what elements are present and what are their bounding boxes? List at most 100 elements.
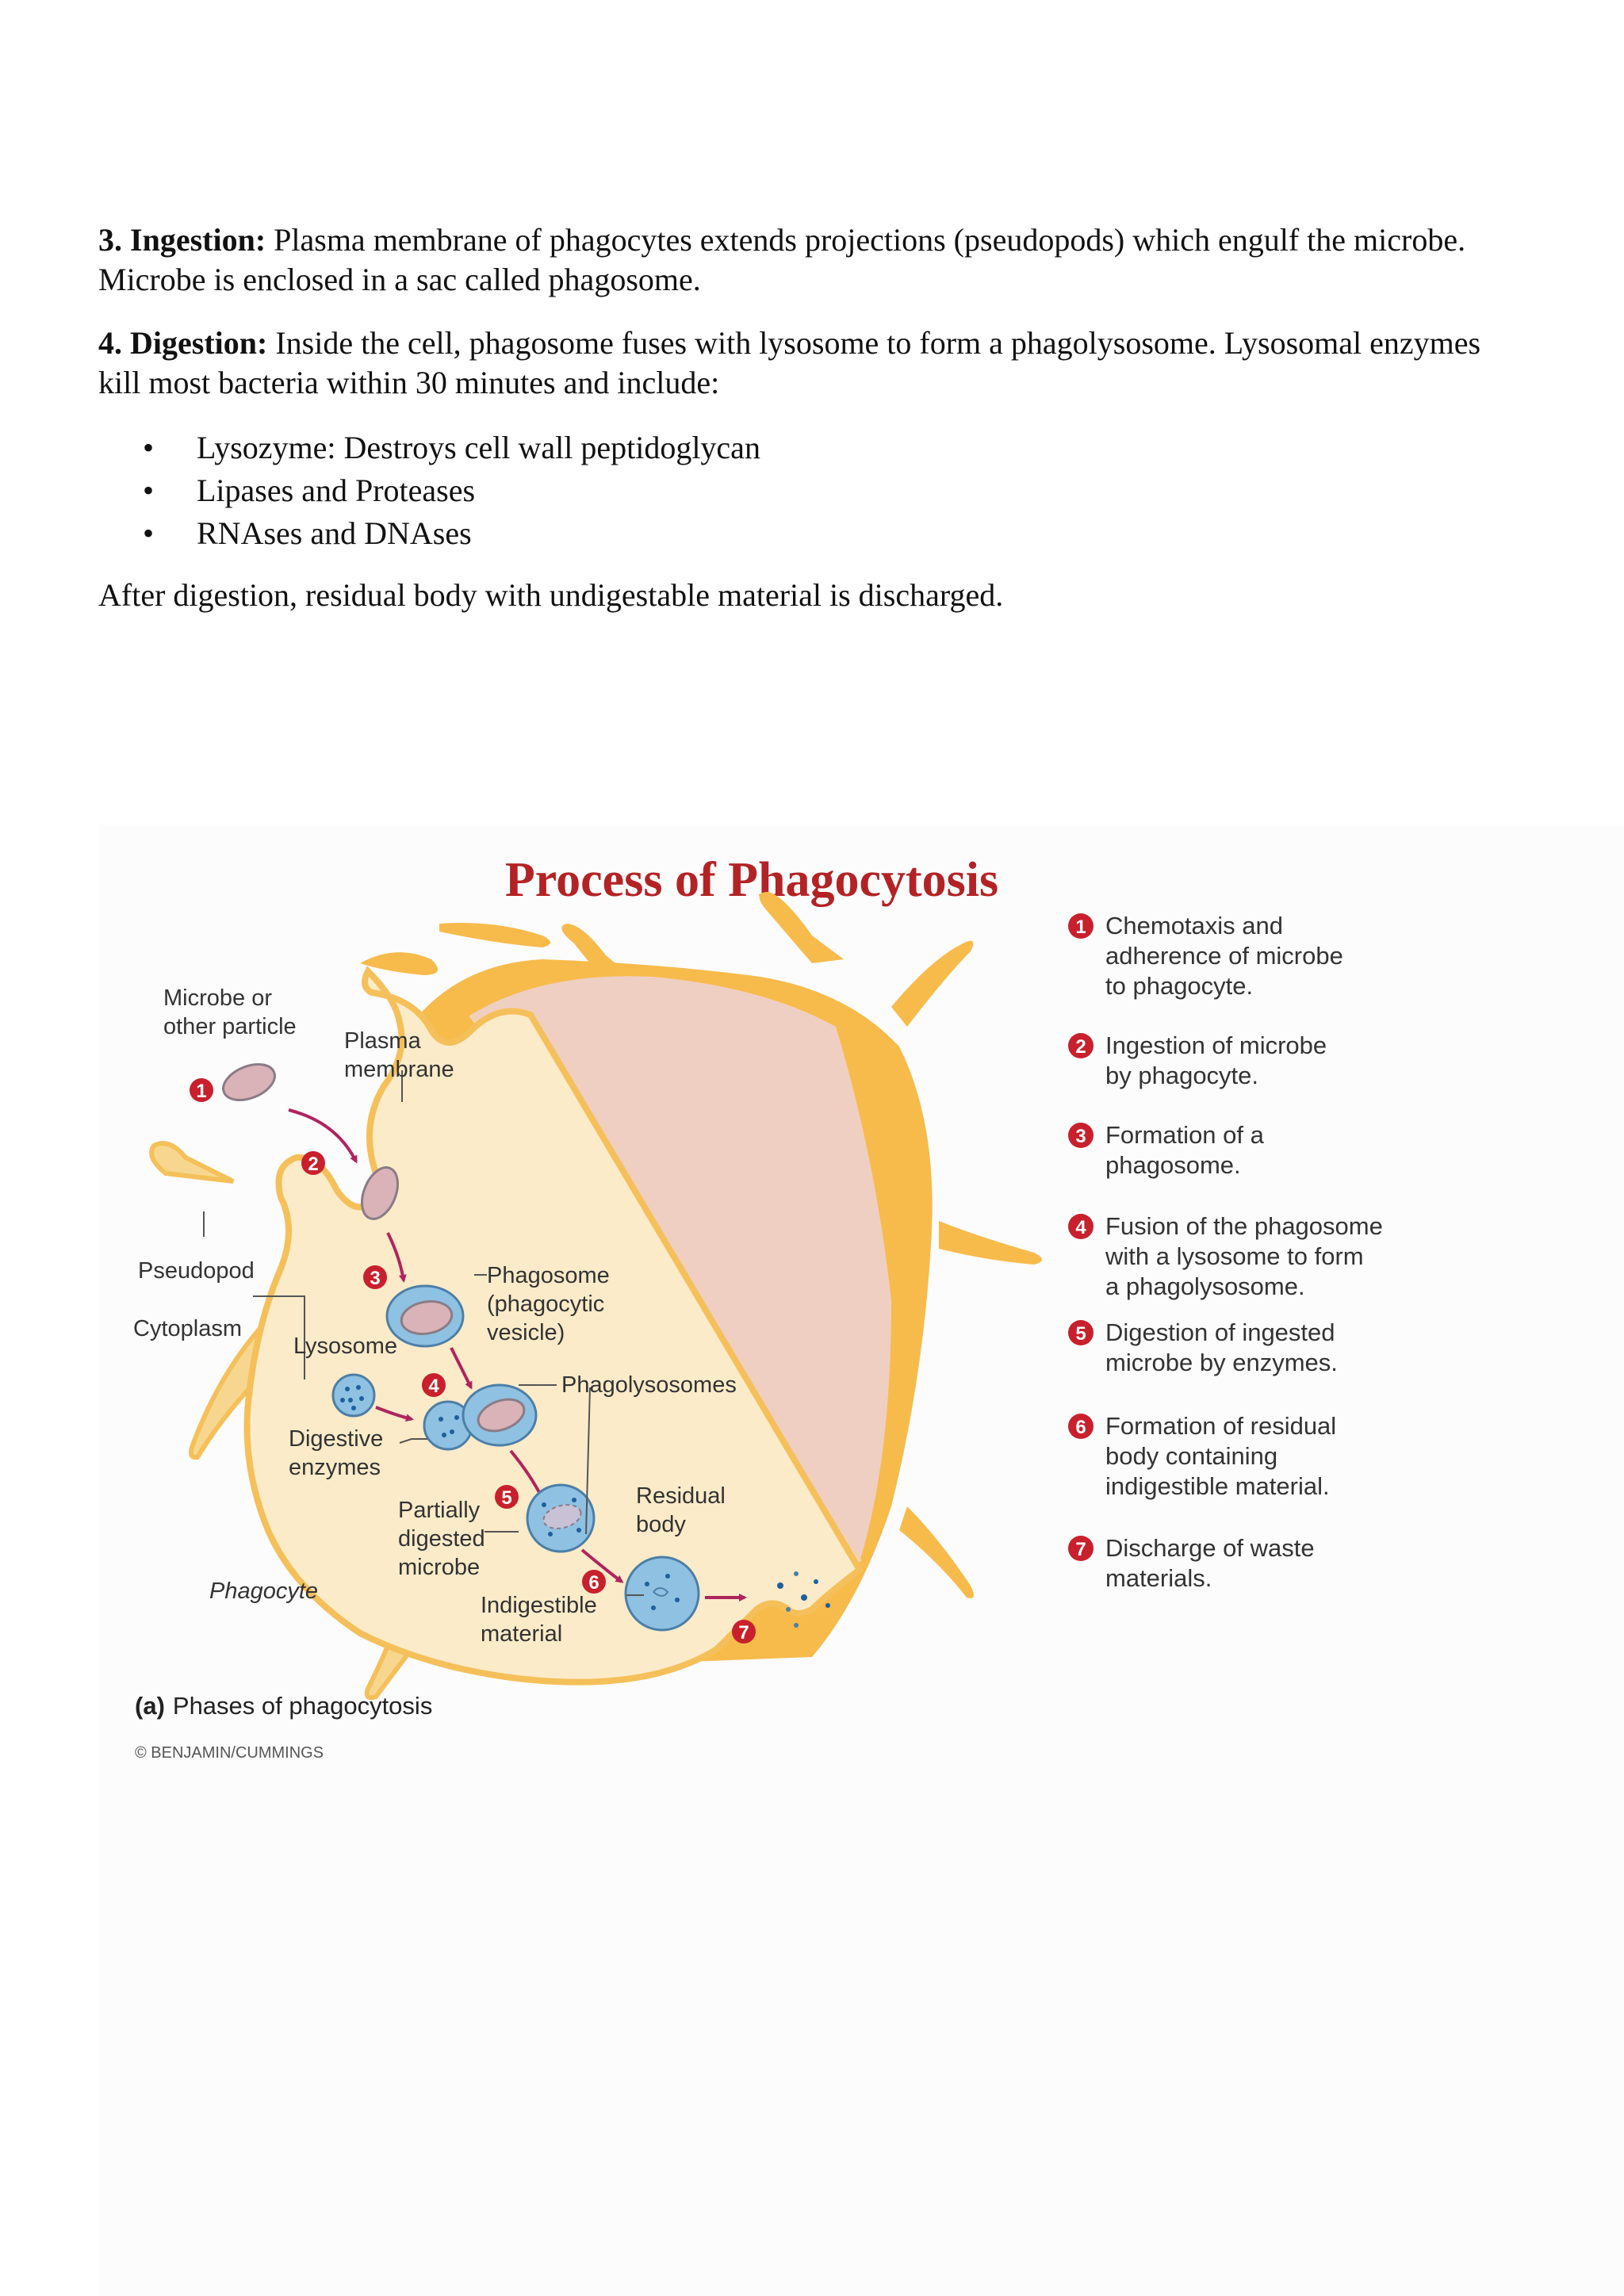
step-number: 3 bbox=[1075, 1126, 1086, 1147]
microbe bbox=[222, 1063, 276, 1101]
enzyme-item: Lipases and Proteases bbox=[143, 469, 760, 512]
label-pseudopod: Pseudopod bbox=[138, 1258, 255, 1284]
label-residual-line2: body bbox=[636, 1512, 686, 1537]
label-microbe-line2: other particle bbox=[163, 1014, 297, 1039]
step-text-line: Ingestion of microbe bbox=[1105, 1031, 1327, 1059]
step-5: 5 Digestion of ingested microbe by enzymes… bbox=[1068, 1318, 1338, 1376]
label-digestive-line1: Digestive bbox=[289, 1426, 383, 1452]
svg-text:3: 3 bbox=[370, 1268, 380, 1289]
badge-5: 5 bbox=[495, 1485, 519, 1509]
arrow-ingestion bbox=[288, 1108, 358, 1164]
label-partially-line1: Partially bbox=[398, 1498, 481, 1523]
step-badge bbox=[1068, 1123, 1094, 1148]
badge-1: 1 bbox=[190, 1078, 213, 1102]
step-text-line: Digestion of ingested bbox=[1105, 1318, 1335, 1346]
digestion-paragraph: 4. Digestion: Inside the cell, phagosome… bbox=[98, 323, 1526, 403]
step-number: 7 bbox=[1075, 1539, 1086, 1560]
arrow-phagosome bbox=[386, 1232, 407, 1283]
label-phagosome-line3: vesicle) bbox=[487, 1320, 565, 1345]
badge-7: 7 bbox=[732, 1620, 756, 1644]
step-text-line: adherence of microbe bbox=[1105, 942, 1343, 970]
step-badge bbox=[1068, 1536, 1094, 1561]
enzyme-list: Lysozyme: Destroys cell wall peptidoglyc… bbox=[143, 427, 760, 555]
digestion-text: Inside the cell, phagosome fuses with ly… bbox=[98, 325, 1481, 400]
step-badge bbox=[1068, 913, 1094, 939]
figure-caption: (a)Phases of phagocytosis bbox=[135, 1692, 432, 1720]
label-phagolysosomes: Phagolysosomes bbox=[561, 1372, 737, 1398]
step-badge bbox=[1068, 1033, 1094, 1058]
ingestion-paragraph: 3. Ingestion: Plasma membrane of phagocy… bbox=[98, 220, 1526, 300]
step-text-line: Discharge of waste bbox=[1105, 1534, 1315, 1562]
badge-4: 4 bbox=[422, 1373, 446, 1397]
label-digestive-line2: enzymes bbox=[289, 1455, 381, 1480]
label-phagocyte: Phagocyte bbox=[209, 1578, 318, 1604]
step-number: 6 bbox=[1075, 1417, 1086, 1438]
step-text-line: materials. bbox=[1105, 1564, 1212, 1592]
label-indigestible-line1: Indigestible bbox=[481, 1593, 597, 1618]
arrow-lysosome bbox=[375, 1406, 414, 1422]
svg-text:6: 6 bbox=[588, 1572, 599, 1594]
step-number: 4 bbox=[1075, 1217, 1086, 1238]
residual-body bbox=[624, 1556, 700, 1632]
svg-text:5: 5 bbox=[501, 1487, 511, 1509]
discharged-waste bbox=[777, 1571, 830, 1628]
label-partially-line2: digested bbox=[398, 1526, 485, 1552]
step-text-line: phagosome. bbox=[1105, 1151, 1241, 1179]
svg-text:2: 2 bbox=[308, 1154, 318, 1175]
badge-2: 2 bbox=[301, 1151, 325, 1175]
step-text-line: indigestible material. bbox=[1105, 1472, 1330, 1500]
ingested-microbe bbox=[361, 1166, 399, 1220]
label-lysosome: Lysosome bbox=[293, 1334, 397, 1359]
figure-title: Process of Phagocytosis bbox=[505, 853, 998, 907]
step-number: 5 bbox=[1075, 1323, 1086, 1345]
after-digestion-text: After digestion, residual body with undi… bbox=[98, 577, 1004, 613]
step-badge bbox=[1068, 1414, 1094, 1439]
step-text-line: a phagolysosome. bbox=[1105, 1272, 1305, 1300]
digestion-heading: 4. Digestion: bbox=[98, 325, 268, 361]
partially-digested-microbe bbox=[526, 1483, 596, 1553]
label-microbe-line1: Microbe or bbox=[163, 985, 272, 1011]
label-residual-line1: Residual bbox=[636, 1483, 726, 1509]
phagocytosis-diagram: Process of Phagocytosis bbox=[133, 853, 1383, 1762]
phagosome bbox=[385, 1284, 465, 1348]
step-badge bbox=[1068, 1214, 1094, 1239]
step-text-line: Chemotaxis and bbox=[1105, 912, 1283, 939]
step-text-line: Fusion of the phagosome bbox=[1105, 1212, 1383, 1240]
svg-text:7: 7 bbox=[738, 1622, 749, 1644]
label-partially-line3: microbe bbox=[398, 1555, 480, 1580]
label-indigestible-line2: material bbox=[481, 1621, 562, 1647]
arrow-residual bbox=[580, 1548, 624, 1583]
leader-lines bbox=[203, 1070, 644, 1596]
svg-text:1: 1 bbox=[196, 1081, 206, 1102]
step-text-line: Formation of a bbox=[1105, 1121, 1265, 1149]
step-text-line: with a lysosome to form bbox=[1105, 1242, 1364, 1270]
figure-copyright: © BENJAMIN/CUMMINGS bbox=[135, 1744, 324, 1762]
label-plasma-line2: membrane bbox=[344, 1057, 454, 1082]
badge-3: 3 bbox=[363, 1265, 387, 1289]
after-digestion-paragraph: After digestion, residual body with undi… bbox=[98, 576, 1526, 615]
step-text-line: microbe by enzymes. bbox=[1105, 1349, 1338, 1376]
step-2: 2 Ingestion of microbe by phagocyte. bbox=[1068, 1031, 1327, 1089]
phagocyte-cytoplasm bbox=[149, 966, 864, 1701]
ingestion-heading: 3. Ingestion: bbox=[98, 222, 266, 258]
arrow-fusion bbox=[450, 1347, 473, 1390]
lysosome bbox=[331, 1373, 376, 1418]
badge-6: 6 bbox=[582, 1570, 606, 1594]
step-badge bbox=[1068, 1320, 1094, 1345]
label-phagosome-line1: Phagosome bbox=[487, 1263, 610, 1288]
step-number: 1 bbox=[1075, 916, 1086, 938]
svg-text:4: 4 bbox=[428, 1376, 439, 1397]
label-phagosome-line2: (phagocytic bbox=[487, 1292, 604, 1317]
step-text-line: by phagocyte. bbox=[1105, 1062, 1258, 1089]
step-number: 2 bbox=[1075, 1036, 1086, 1058]
ingestion-text: Plasma membrane of phagocytes extends pr… bbox=[98, 222, 1466, 297]
enzyme-item: Lysozyme: Destroys cell wall peptidoglyc… bbox=[143, 427, 760, 469]
phagolysosome bbox=[423, 1383, 538, 1451]
label-cytoplasm: Cytoplasm bbox=[133, 1316, 242, 1341]
